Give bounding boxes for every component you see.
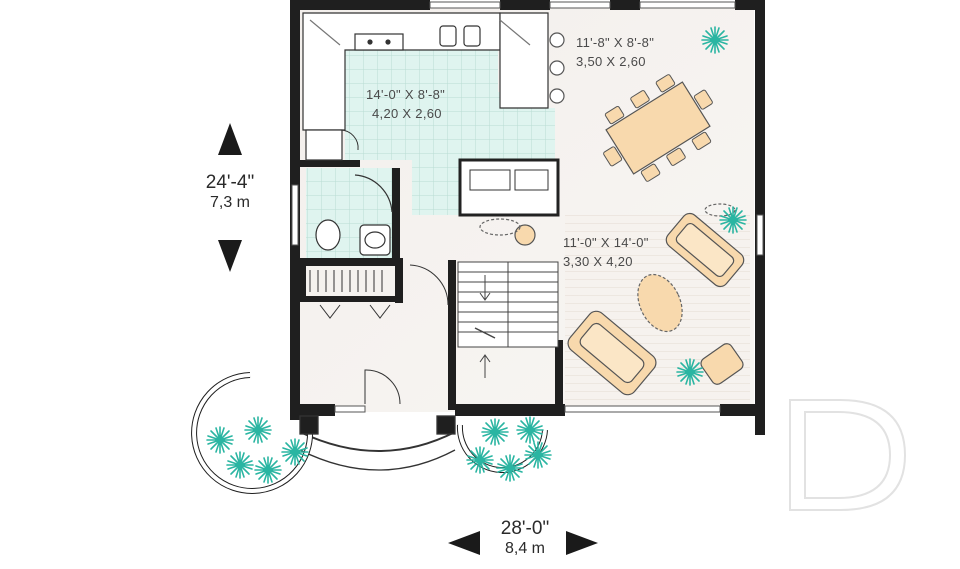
- kitchen-island: [458, 158, 560, 217]
- island-sink: [469, 169, 549, 191]
- arrow-right-icon: [566, 531, 598, 555]
- dimension-arrows: [218, 123, 598, 555]
- arrow-up-icon: [218, 123, 242, 155]
- dining-metric: 3,50 X 2,60: [576, 53, 646, 69]
- living-furniture: [479, 203, 745, 396]
- arrow-left-icon: [448, 531, 480, 555]
- bar-stools: [549, 32, 565, 104]
- kitchen-counters: [302, 12, 549, 161]
- bathroom-fixtures: [315, 174, 393, 256]
- living-room-label: 11'-0" X 14'-0" 3,30 X 4,20: [563, 234, 649, 272]
- kitchen-room-label: 14'-0" X 8'-8" 4,20 X 2,60: [366, 86, 445, 124]
- interior-walls: [300, 160, 563, 410]
- width-dimension: 28'-0" 8,4 m: [470, 518, 580, 558]
- closet: [309, 270, 391, 319]
- living-metric: 3,30 X 4,20: [563, 253, 633, 269]
- kitchen-imperial: 14'-0" X 8'-8": [366, 87, 446, 102]
- dining-set: [603, 74, 713, 182]
- height-metric: 7,3 m: [209, 193, 250, 211]
- kitchen-metric: 4,20 X 2,60: [372, 105, 442, 121]
- width-metric: 8,4 m: [504, 539, 545, 557]
- width-imperial: 28'-0": [500, 518, 550, 539]
- doors: [339, 129, 449, 405]
- living-imperial: 11'-0" X 14'-0": [563, 235, 649, 250]
- height-dimension: 24'-4" 7,3 m: [180, 172, 280, 212]
- windows: [291, 1, 764, 413]
- arrow-down-icon: [218, 240, 242, 272]
- dining-imperial: 11'-8" X 8'-8": [576, 35, 655, 50]
- height-imperial: 24'-4": [205, 172, 255, 193]
- staircase: [457, 261, 559, 378]
- watermark-logo: [789, 399, 907, 511]
- dining-room-label: 11'-8" X 8'-8" 3,50 X 2,60: [576, 34, 654, 72]
